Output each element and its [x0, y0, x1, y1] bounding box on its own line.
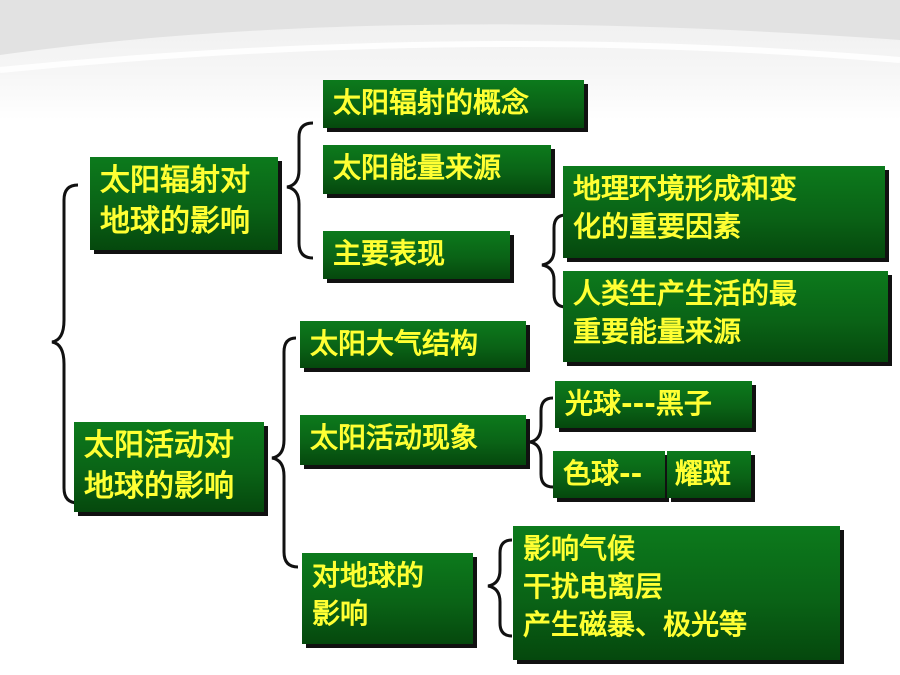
radiation-brace — [286, 121, 314, 260]
node-solar-atmosphere: 太阳大气结构 — [300, 321, 526, 368]
effect-brace — [487, 538, 513, 638]
node-solar-activity-effect: 太阳活动对 地球的影响 — [74, 422, 264, 512]
node-earth-effects: 影响气候 干扰电离层 产生磁暴、极光等 — [513, 526, 840, 660]
node-main-manifestation: 主要表现 — [323, 231, 510, 279]
node-photosphere-sunspots: 光球---黑子 — [555, 381, 752, 428]
root-brace — [51, 183, 79, 505]
node-radiation-concept: 太阳辐射的概念 — [323, 80, 584, 128]
node-solar-energy-source: 太阳能量来源 — [323, 145, 551, 194]
node-geo-env-formation: 地理环境形成和变 化的重要因素 — [563, 166, 885, 258]
node-effect-on-earth: 对地球的 影响 — [302, 553, 473, 644]
node-chromosphere-prefix: 色球-- — [553, 451, 665, 498]
node-flares: 耀斑 — [667, 451, 751, 498]
node-solar-radiation-effect: 太阳辐射对 地球的影响 — [90, 157, 278, 250]
phenomena-brace — [529, 396, 554, 489]
manifestation-brace — [541, 213, 567, 309]
node-solar-activity-phenomena: 太阳活动现象 — [300, 415, 526, 465]
activity-brace — [271, 336, 299, 569]
node-human-energy-source: 人类生产生活的最 重要能量来源 — [563, 271, 888, 362]
header-swoosh-decoration — [0, 0, 900, 73]
